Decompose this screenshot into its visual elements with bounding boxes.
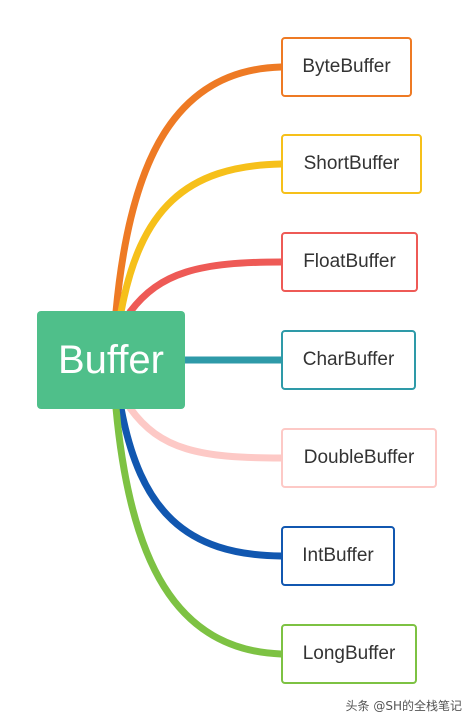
watermark-text: 头条 @SH的全栈笔记 bbox=[345, 699, 462, 713]
node-shortbuffer: ShortBuffer bbox=[281, 134, 422, 194]
connector-intbuffer bbox=[117, 404, 285, 560]
node-intbuffer: IntBuffer bbox=[281, 526, 395, 586]
node-bytebuffer: ByteBuffer bbox=[281, 37, 412, 97]
connector-floatbuffer bbox=[126, 258, 285, 316]
node-doublebuffer: DoubleBuffer bbox=[281, 428, 437, 488]
connector-doublebuffer bbox=[126, 404, 285, 462]
node-longbuffer: LongBuffer bbox=[281, 624, 417, 684]
node-charbuffer: CharBuffer bbox=[281, 330, 416, 390]
node-floatbuffer: FloatBuffer bbox=[281, 232, 418, 292]
connector-longbuffer bbox=[112, 404, 285, 658]
root-node-buffer: Buffer bbox=[37, 311, 185, 409]
connector-shortbuffer bbox=[117, 160, 285, 316]
connector-bytebuffer bbox=[112, 63, 285, 316]
